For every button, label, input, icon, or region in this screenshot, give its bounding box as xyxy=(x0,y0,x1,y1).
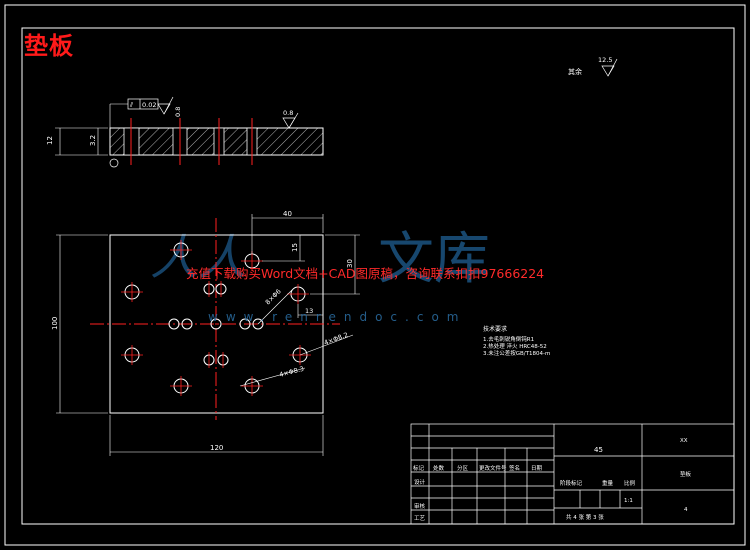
title-block-text: 标记 处数 分区 更改文件号 签名 日期 设计 审核 工艺 阶段标记 重量 比例… xyxy=(413,438,692,522)
watermark-notice: 充值下载购买Word文档+CAD图原稿，咨询联系扣扣97666224 xyxy=(186,266,545,281)
role-label: 工艺 xyxy=(414,515,426,522)
height-to-hole-dim: 30 xyxy=(346,259,354,268)
plan-view: 120 100 40 15 30 13 4×Φ8.2 4×Φ8.3 8×Φ6 xyxy=(51,210,360,456)
bolt-hole xyxy=(181,318,193,330)
material-value: 45 xyxy=(594,446,603,454)
notes-line-2: 2.热处理 淬火 HRC48-52 xyxy=(483,342,547,350)
bolt-hole xyxy=(168,318,180,330)
title-block xyxy=(410,423,735,525)
weight-label: 重量 xyxy=(602,479,614,487)
surface-roughness-value: 0.8 xyxy=(283,109,293,117)
other-roughness-label: 其余 xyxy=(568,67,582,76)
section-view: 12 3.2 ⫽ 0.02 0.8 0.8 xyxy=(46,96,324,168)
drawing-title: 垫板 xyxy=(24,32,74,60)
notes-line-1: 1.去毛刺锐角倒钝R1 xyxy=(483,335,534,343)
outer-sheet-border xyxy=(4,4,746,546)
hole-callout-1: 4×Φ8.2 xyxy=(323,331,349,347)
watermark-logo: 人人 xyxy=(150,230,247,286)
other-roughness-value: 12.5 xyxy=(598,56,612,64)
roughness-icon xyxy=(282,117,296,129)
datum-icon xyxy=(109,158,119,168)
hole-spacing-dim: 40 xyxy=(283,210,292,218)
hole-offset-dim: 15 xyxy=(291,243,299,252)
bolt-hole xyxy=(210,318,222,330)
watermark-url: www.renrendoc.com xyxy=(208,310,467,324)
overall-width-dim: 120 xyxy=(210,444,223,452)
notes-line-3: 3.未注公差按GB/T1804-m xyxy=(483,349,550,357)
other-roughness: 其余 12.5 xyxy=(568,56,618,77)
scale-label: 比例 xyxy=(624,479,636,487)
grid-header: 日期 xyxy=(531,465,543,472)
small-offset-dim: 13 xyxy=(305,307,313,315)
bolt-hole xyxy=(252,318,264,330)
thickness-dim: 12 xyxy=(46,136,54,145)
role-label: 审核 xyxy=(414,502,426,510)
bolt-hole xyxy=(239,318,251,330)
flatness-top-value: 0.8 xyxy=(174,107,182,117)
ref-dim: 3.2 xyxy=(89,135,97,146)
grid-header: 标记 xyxy=(413,464,425,472)
part-name: 垫板 xyxy=(680,470,692,478)
watermark-brand: 文库 xyxy=(378,227,490,292)
notes-header: 技术要求 xyxy=(483,325,507,333)
stage-label: 阶段标记 xyxy=(560,479,583,487)
hole-callout-2: 4×Φ8.3 xyxy=(278,365,304,379)
grid-header: 处数 xyxy=(433,464,445,472)
hole-callout-3: 8×Φ6 xyxy=(264,287,283,306)
company-name: XX xyxy=(680,438,688,444)
overall-height-dim: 100 xyxy=(51,317,59,330)
grid-header: 更改文件号 xyxy=(479,464,507,472)
role-label: 设计 xyxy=(414,478,426,486)
sheet-number: 4 xyxy=(684,507,688,513)
sheet-info: 共 4 张 第 3 张 xyxy=(566,513,604,521)
drawing-frame xyxy=(21,27,735,525)
grid-header: 签名 xyxy=(509,464,520,472)
technical-notes: 技术要求 1.去毛刺锐角倒钝R1 2.热处理 淬火 HRC48-52 3.未注公… xyxy=(483,325,550,357)
scale-value: 1:1 xyxy=(624,498,633,504)
flatness-tol: 0.02 xyxy=(142,101,156,109)
flatness-symbol: ⫽ xyxy=(129,101,134,109)
grid-header: 分区 xyxy=(457,464,469,472)
